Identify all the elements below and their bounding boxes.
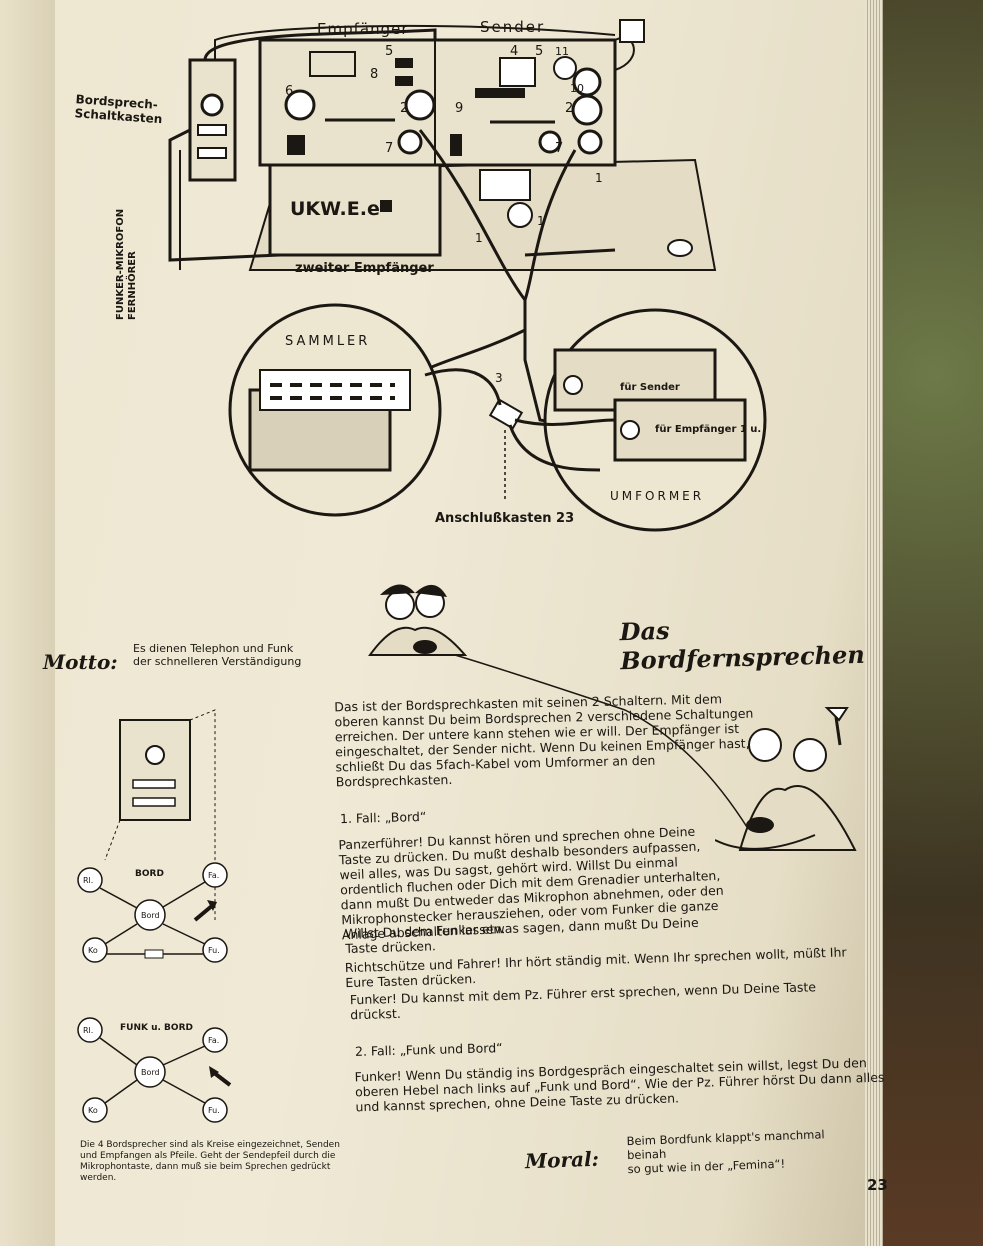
num-label: 9 — [455, 101, 463, 116]
case1-title: 1. Fall: „Bord“ — [339, 808, 427, 827]
background-fabric — [863, 0, 983, 1246]
funk-center: Bord — [141, 1068, 160, 1077]
num-label: 5 — [535, 44, 543, 59]
telephone-women-cartoon — [368, 584, 468, 656]
schematic-caption: Die 4 Bordsprecher sind als Kreise einge… — [80, 1140, 340, 1183]
node-rl-2: Rl. — [83, 1026, 93, 1035]
num-label: 6 — [285, 84, 293, 99]
num-label: 7 — [555, 141, 563, 156]
num-label: 1 — [475, 231, 483, 245]
junction-label: Anschlußkasten 23 — [435, 511, 574, 526]
num-label: 2 — [400, 101, 408, 116]
case2-title: 2. Fall: „Funk und Bord“ — [354, 1040, 503, 1059]
moral-label: Moral: — [524, 1146, 600, 1174]
node-fa-2: Fa. — [208, 1036, 219, 1045]
num-label: 2 — [565, 101, 573, 116]
page-number: 23 — [867, 1176, 888, 1194]
node-ko-2: Ko — [88, 1106, 98, 1115]
node-rl: Rl. — [83, 876, 93, 885]
book-page: 5 4 5 11 6 8 7 2 2 9 10 7 1 1 1 3 Empfän… — [43, 0, 888, 1246]
cable-label: FUNKER-MIKROFON FERNHÖRER — [115, 208, 138, 320]
intercom-schematics: BORD FUNK u. BORD Bord Bord Rl. Fa. Ko F… — [77, 709, 232, 1123]
case2-paragraph: Funker! Wenn Du ständig ins Bordgespräch… — [354, 1055, 885, 1115]
transmitter-label: Sender — [480, 18, 545, 36]
ukw-unit-label: UKW.E.e — [290, 198, 380, 220]
num-label: 3 — [495, 371, 503, 385]
funk-bord-title: FUNK u. BORD — [120, 1023, 193, 1033]
node-fu: Fu. — [208, 946, 220, 955]
facing-page-edge — [0, 0, 60, 1246]
num-label: 4 — [510, 44, 518, 59]
second-receiver-label: zweiter Empfänger — [295, 261, 434, 276]
num-label: 10 — [570, 82, 584, 95]
telephone-cord — [454, 654, 756, 841]
for-transmitter-label: für Sender — [620, 382, 680, 393]
bord-center: Bord — [141, 911, 160, 920]
num-label: 7 — [385, 141, 393, 156]
num-label: 11 — [555, 45, 569, 58]
motto-text: Es dienen Telephon und Funk der schnelle… — [133, 642, 302, 668]
node-fu-2: Fu. — [208, 1106, 220, 1115]
telephone-men-cartoon — [715, 707, 857, 851]
num-label: 5 — [385, 44, 393, 59]
converter-label: UMFORMER — [610, 489, 704, 503]
moral-text: Beim Bordfunk klappt's manchmal beinah s… — [626, 1127, 825, 1177]
num-label: 1 — [595, 171, 603, 185]
num-label: 1 — [537, 214, 545, 228]
motto-label: Motto: — [43, 650, 118, 674]
num-label: 8 — [370, 67, 378, 82]
node-ko: Ko — [88, 946, 98, 955]
node-fa: Fa. — [208, 871, 219, 880]
page-stack-edge — [865, 0, 883, 1246]
bord-title: BORD — [135, 869, 164, 879]
battery-label: SAMMLER — [285, 334, 370, 349]
radio-wiring-illustration: 5 4 5 11 6 8 7 2 2 9 10 7 1 1 1 3 Empfän… — [168, 18, 767, 532]
receiver-label: Empfänger — [317, 20, 409, 38]
for-receiver-label: für Empfänger 1 u. — [655, 424, 761, 435]
